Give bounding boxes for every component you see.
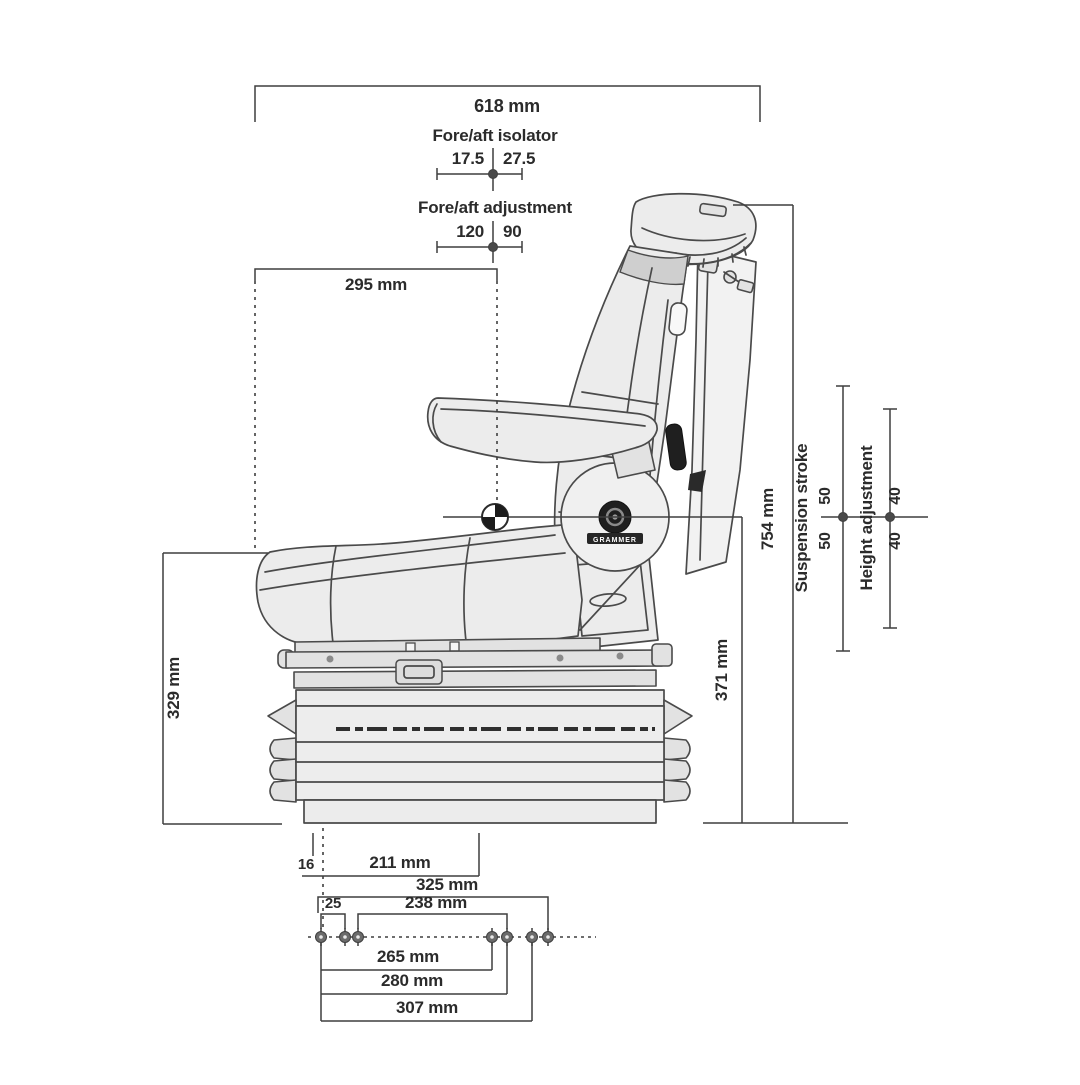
lever-detail — [688, 470, 706, 492]
suspension-down-value: 50 — [817, 532, 834, 550]
dim-754-label: 754 mm — [758, 488, 777, 550]
brand-plate — [587, 533, 643, 544]
base-skirt — [303, 799, 657, 824]
recline-lever — [665, 423, 687, 471]
suspension-bellows — [267, 689, 693, 824]
dim-fore-aft-isolator: Fore/aft isolator 17.5 27.5 — [432, 126, 558, 191]
lumbar-handle — [668, 302, 688, 336]
dim-height-329: 329 mm — [162, 552, 282, 825]
dimension-annotations: 618 mm Fore/aft isolator 17.5 27.5 Fore/… — [162, 85, 928, 1022]
adjustment-label: Fore/aft adjustment — [418, 198, 572, 217]
dim-307-label: 307 mm — [396, 998, 458, 1017]
dim-211-label: 211 mm — [369, 853, 430, 872]
mounting-holes — [315, 928, 554, 946]
dim-base-height-371: 371 mm — [712, 517, 743, 823]
dim-total-height-754: 754 mm — [703, 204, 848, 824]
isolator-label: Fore/aft isolator — [432, 126, 558, 145]
headrest — [630, 192, 757, 268]
suspension-up-value: 50 — [817, 487, 834, 505]
armrest — [426, 397, 658, 479]
height-adjustment-label: Height adjustment — [857, 445, 876, 590]
backrest-shell — [685, 247, 757, 575]
seat-cushion — [255, 524, 583, 645]
suspension-stroke-label: Suspension stroke — [792, 444, 811, 593]
seat-illustration: GRAMMER — [255, 192, 757, 824]
dim-overall-width: 618 mm — [254, 85, 761, 122]
dim-mounting-bottom: 16 211 mm 325 mm 25 238 mm — [298, 828, 596, 1022]
seat-side-frame — [527, 547, 659, 651]
isolator-left-value: 17.5 — [452, 149, 484, 168]
dim-height-adjustment: Height adjustment 40 40 — [857, 408, 904, 629]
slide-rails — [277, 637, 673, 689]
dim-295-label: 295 mm — [345, 275, 407, 294]
dim-fore-aft-adjustment: Fore/aft adjustment 120 90 — [418, 198, 573, 263]
dim-329-label: 329 mm — [164, 657, 183, 719]
isolator-right-value: 27.5 — [503, 149, 535, 168]
dim-265-label: 265 mm — [377, 947, 439, 966]
height-adj-up-value: 40 — [887, 487, 904, 505]
dim-25-label: 25 — [325, 895, 341, 912]
sip-reference — [443, 503, 742, 531]
dim-371-label: 371 mm — [712, 639, 731, 701]
dim-325-label: 325 mm — [416, 875, 478, 894]
dim-618-label: 618 mm — [474, 96, 540, 116]
dim-238-label: 238 mm — [405, 893, 467, 912]
brand-label: GRAMMER — [593, 537, 637, 544]
adjustment-right-value: 90 — [503, 222, 522, 241]
dim-suspension-stroke: Suspension stroke 50 50 — [792, 385, 928, 652]
headrest-badge — [699, 202, 727, 218]
height-adj-down-value: 40 — [887, 532, 904, 550]
dim-depth-295: 295 mm — [254, 268, 498, 553]
dim-16-label: 16 — [298, 856, 314, 873]
slide-latch — [395, 659, 443, 685]
dim-280-label: 280 mm — [381, 971, 443, 990]
adjustment-left-value: 120 — [456, 222, 484, 241]
